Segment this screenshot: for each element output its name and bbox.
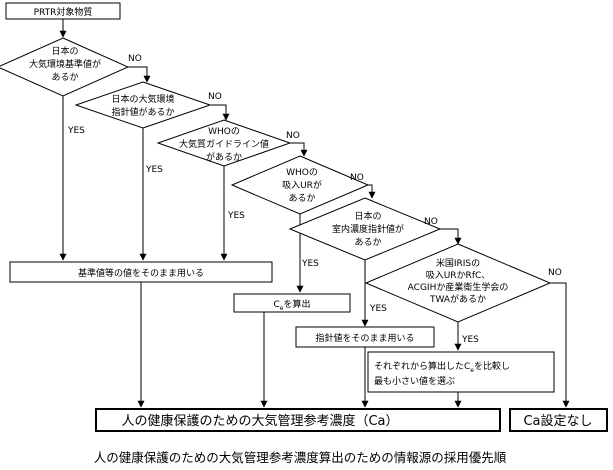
d5-yes-label: YES — [369, 304, 387, 314]
compare-post: を比較し — [474, 360, 510, 372]
d4-no-label: NO — [350, 173, 364, 183]
decision-2-line-2: 指針値があるか — [111, 106, 174, 118]
d3-yes-label: YES — [227, 211, 245, 221]
decision-5-line-1: 日本の — [354, 210, 381, 222]
edge-d3-no — [290, 142, 308, 157]
decision-6-line-3: ACGIHか産業衛生学会の — [408, 281, 509, 293]
decision-6-line-1: 米国IRISの — [436, 257, 480, 269]
ce-main: C — [273, 300, 279, 310]
d4-yes-label: YES — [301, 259, 319, 269]
process-ce-calc — [233, 293, 351, 313]
decision-4-line-1: WHOの — [286, 168, 318, 178]
edge-d5-no — [440, 228, 462, 245]
decision-4-line-2: 吸入URが — [282, 179, 322, 191]
d6-no-label: NO — [548, 268, 562, 278]
start-label: PRTR対象物質 — [34, 6, 93, 18]
edge-d6-no — [550, 282, 570, 408]
decision-1-line-1: 日本の — [51, 45, 78, 57]
edge-d2-no — [210, 104, 230, 121]
process-compare — [367, 351, 555, 393]
decision-3-line-1: WHOの — [208, 127, 240, 137]
ce-sub: e — [280, 305, 284, 312]
ce-rest: を算出 — [283, 298, 310, 310]
process-standard-label: 基準値等の値をそのまま用いる — [78, 267, 204, 279]
process-ce-calc-label: Ceを算出 — [273, 298, 310, 312]
compare-pre: それぞれから算出したC — [374, 360, 470, 372]
result-none-label: Ca設定なし — [523, 413, 592, 429]
decision-4-line-3: あるか — [288, 193, 315, 204]
d2-yes-label: YES — [145, 165, 163, 175]
d5-no-label: NO — [424, 217, 438, 227]
d6-yes-label: YES — [461, 335, 479, 345]
d1-no-label: NO — [128, 54, 142, 64]
decision-5-line-2: 室内濃度指針値が — [332, 223, 404, 235]
d2-no-label: NO — [208, 92, 222, 102]
decision-1-line-3: あるか — [51, 72, 78, 83]
d3-no-label: NO — [286, 131, 300, 141]
edge-d1-no — [128, 66, 151, 83]
compare-sub: e — [470, 367, 474, 374]
process-compare-line-1: それぞれから算出したCeを比較し — [374, 360, 510, 374]
result-ca — [95, 408, 501, 432]
decision-6-line-2: 吸入URかRfC、 — [426, 270, 491, 281]
process-guideline-label: 指針値をそのまま用いる — [315, 332, 414, 344]
figure-caption: 人の健康保護のための大気管理参考濃度算出のための情報源の採用優先順 — [94, 450, 507, 465]
process-compare-line-2: 最も小さい値を選ぶ — [374, 375, 455, 387]
decision-3-line-3: があるか — [206, 151, 242, 163]
decision-1-line-2: 大気環境基準値が — [29, 58, 101, 70]
decision-6-line-4: TWAがあるか — [429, 293, 486, 305]
decision-5-line-3: あるか — [354, 237, 381, 248]
result-ca-label: 人の健康保護のための大気管理参考濃度（Ca） — [121, 413, 398, 429]
d1-yes-label: YES — [67, 126, 85, 136]
decision-2 — [74, 81, 212, 129]
result-none — [509, 408, 608, 432]
edge-d4-no — [368, 184, 376, 199]
decision-2-line-1: 日本の大気環境 — [111, 93, 174, 105]
decision-3-line-2: 大気質ガイドライン値 — [179, 138, 269, 150]
